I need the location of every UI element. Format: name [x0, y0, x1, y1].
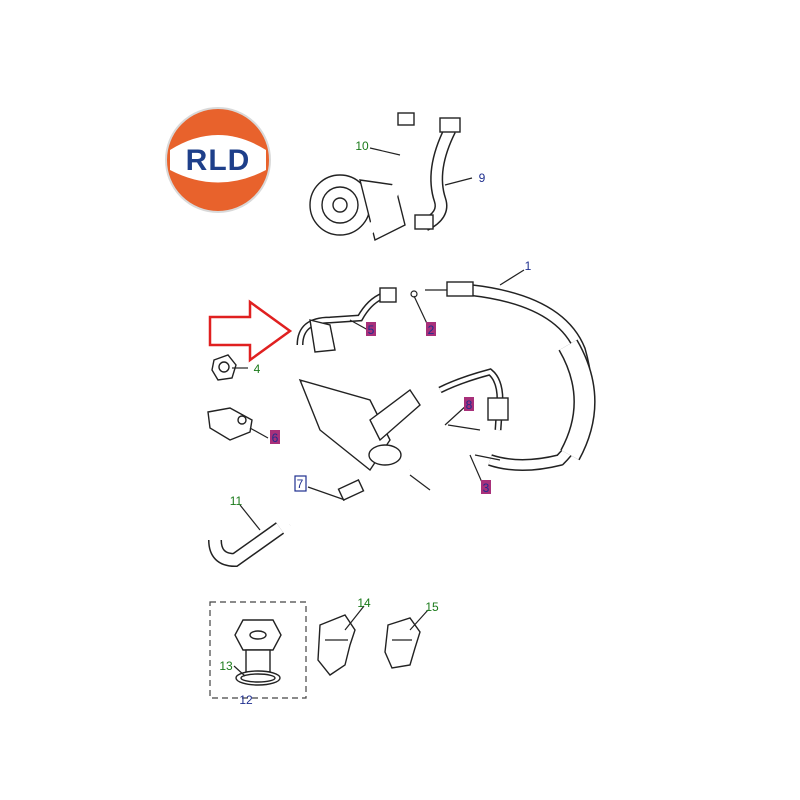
callout-10: 10	[355, 139, 369, 153]
bracket-part	[207, 407, 253, 441]
callout-7-box	[294, 475, 307, 492]
callout-15: 15	[425, 600, 439, 614]
callout-5-highlight	[366, 322, 376, 336]
callout-13: 13	[219, 659, 233, 673]
callout-8: 8	[466, 398, 473, 412]
callout-1: 1	[525, 259, 532, 273]
clip-part-15	[384, 617, 421, 669]
callout-6-highlight	[270, 430, 280, 444]
lower-hose	[208, 468, 431, 568]
fitting-kit-box	[209, 601, 307, 699]
pressure-hose	[425, 281, 596, 471]
callout-4: 4	[254, 362, 261, 376]
callout-2-highlight	[426, 322, 436, 336]
steering-rack	[298, 368, 509, 472]
callout-3-highlight	[481, 480, 491, 494]
callout-11: 11	[230, 494, 243, 508]
logo-text: RLD	[186, 144, 251, 177]
callout-6: 6	[272, 431, 279, 445]
callout-12: 12	[239, 693, 253, 707]
pump-assembly	[215, 112, 461, 295]
callout-8-highlight	[464, 397, 474, 411]
nut-part	[211, 354, 237, 381]
callout-2: 2	[428, 323, 435, 337]
rld-logo: RLD	[165, 107, 271, 213]
callout-labels: 5 2 6 8 3 7 10 9 1 4 11 14 15 13 12	[219, 139, 531, 707]
callout-14: 14	[357, 596, 371, 610]
red-pointer-arrow	[208, 299, 293, 363]
callout-9: 9	[479, 171, 486, 185]
callout-5: 5	[368, 323, 375, 337]
callout-3: 3	[483, 481, 490, 495]
return-pipe	[296, 287, 418, 353]
callout-7: 7	[297, 477, 304, 491]
